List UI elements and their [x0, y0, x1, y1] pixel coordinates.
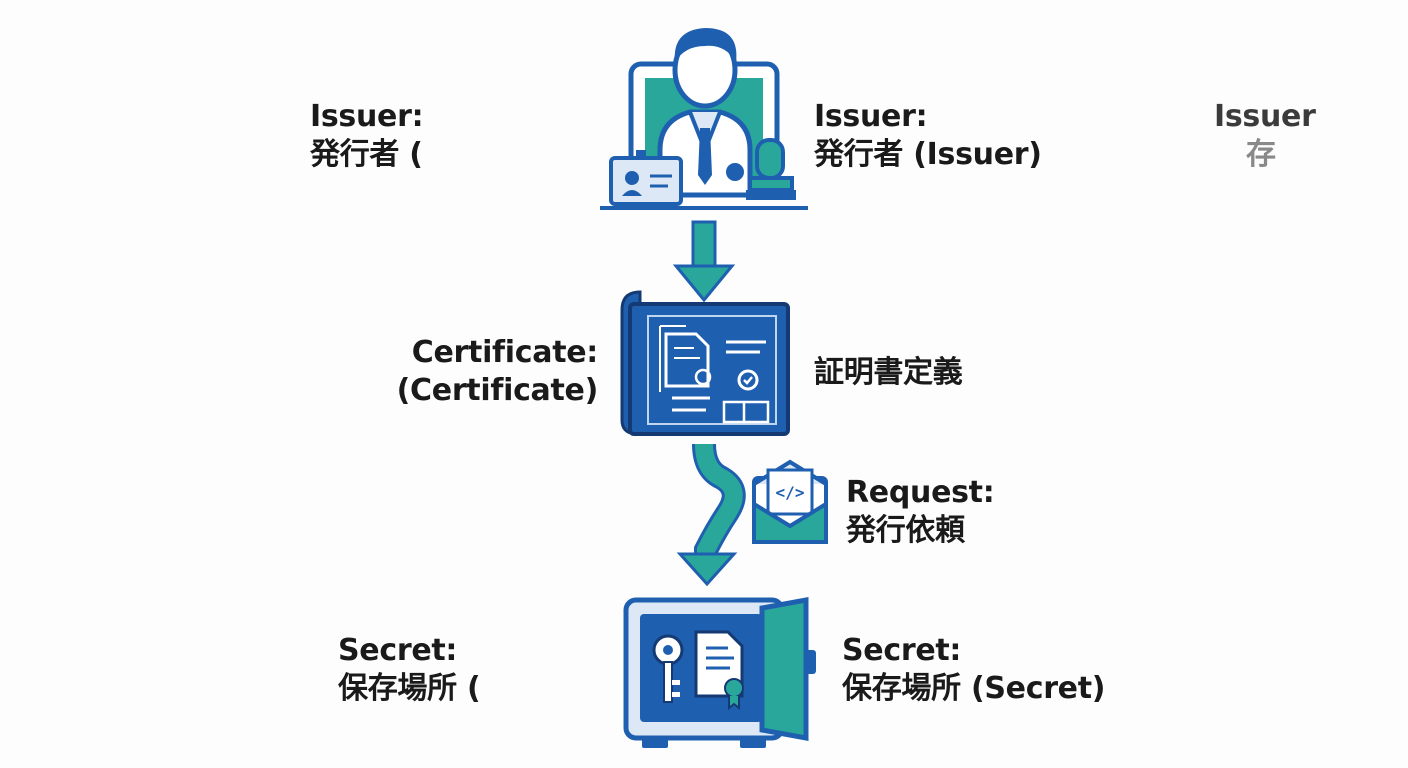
- issuer-person-icon: [600, 28, 808, 210]
- certificate-left-label: Certificate: (Certificate): [396, 334, 599, 410]
- secret-left-label: Secret: 保存場所 (: [338, 632, 481, 708]
- issuer-left-title: Issuer:: [310, 99, 424, 134]
- issuer-left-subtitle: 発行者 (: [310, 137, 423, 172]
- issuer-center-title: Issuer:: [814, 99, 928, 134]
- secret-left-title: Secret:: [338, 633, 458, 668]
- certificate-right-label: 証明書定義: [814, 354, 963, 392]
- curved-arrow-icon: [676, 443, 746, 587]
- certificate-left-subtitle: (Certificate): [396, 373, 599, 408]
- request-title: Request:: [846, 475, 995, 510]
- request-subtitle: 発行依頼: [846, 513, 965, 548]
- certificate-right-title: 証明書定義: [814, 355, 963, 390]
- secret-right-label: Secret: 保存場所 (Secret): [842, 632, 1105, 708]
- request-label: Request: 発行依頼: [846, 474, 995, 550]
- issuer-left-label: Issuer: 発行者 (: [310, 98, 424, 174]
- secret-right-title: Secret:: [842, 633, 962, 668]
- svg-text:</>: </>: [776, 483, 805, 502]
- issuer-center-label: Issuer: 発行者 (Issuer): [814, 98, 1042, 174]
- certificate-left-title: Certificate:: [411, 335, 599, 370]
- certificate-blueprint-icon: [620, 290, 790, 436]
- issuer-right-label: Issuer 存: [1214, 98, 1316, 174]
- secret-left-subtitle: 保存場所 (: [338, 671, 481, 706]
- issuer-right-title: Issuer: [1214, 99, 1316, 134]
- secret-right-subtitle: 保存場所 (Secret): [842, 671, 1106, 706]
- safe-key-document-icon: [623, 597, 816, 748]
- envelope-code-icon: </>: [752, 459, 828, 544]
- issuer-center-subtitle: 発行者 (Issuer): [814, 137, 1042, 172]
- arrow-down-icon: [672, 220, 736, 303]
- issuer-right-subtitle: 存: [1246, 137, 1276, 172]
